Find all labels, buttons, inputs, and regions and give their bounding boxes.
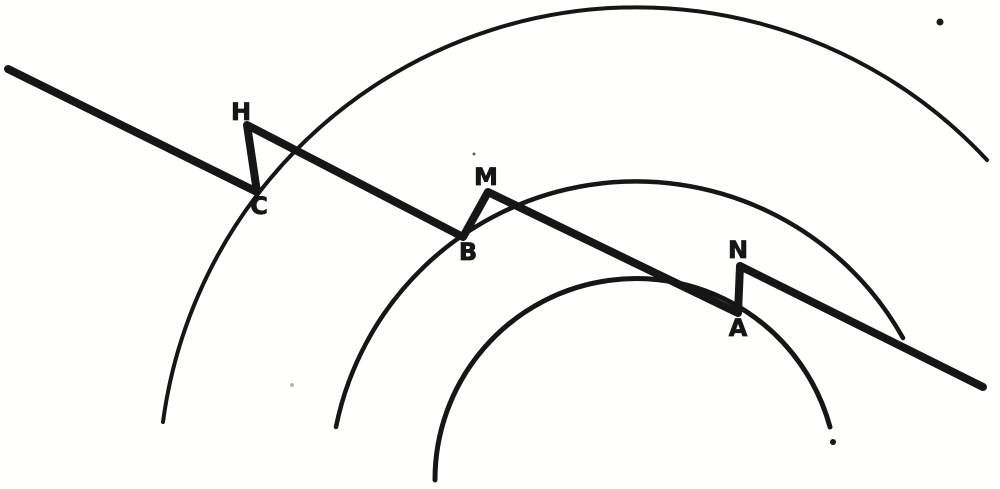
ink-speck-1: [830, 439, 836, 445]
outer-arc: [161, 5, 989, 424]
ink-speck-2: [290, 383, 294, 387]
ink-speck-0: [936, 18, 944, 26]
label-C: C: [250, 192, 268, 220]
middle-arc: [333, 179, 906, 430]
label-A: A: [729, 314, 748, 342]
label-B: B: [459, 238, 477, 266]
label-N: N: [728, 236, 748, 264]
label-H: H: [231, 98, 251, 126]
labels-group: H C M B N A: [231, 98, 749, 343]
inner-arc: [432, 276, 833, 483]
sawtooth-line: [4, 65, 987, 391]
arcs-group: [161, 5, 989, 483]
label-M: M: [474, 163, 498, 191]
ink-speck-3: [472, 152, 476, 156]
sawtooth-group: [4, 65, 987, 391]
specks-group: [290, 18, 944, 445]
